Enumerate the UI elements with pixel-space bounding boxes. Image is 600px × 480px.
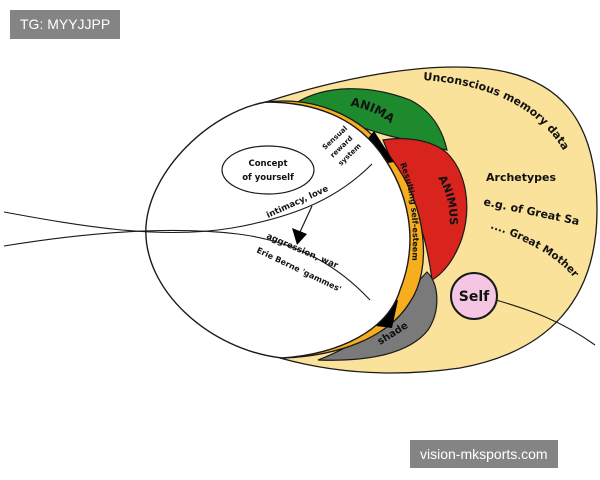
conscious-region (145, 101, 411, 359)
watermark-bottom: vision-mksports.com (410, 440, 558, 468)
concept-ellipse (221, 145, 315, 195)
archetypes-label: Archetypes (486, 171, 557, 184)
concept-label-1: Concept (248, 159, 287, 169)
thin-curve-lower (3, 229, 371, 301)
watermark-top: TG: MYYJJPP (10, 10, 121, 39)
arrow-shaft (299, 205, 313, 233)
concept-label-2: of yourself (242, 173, 294, 183)
arrow-head (292, 228, 307, 245)
thin-curve-right (495, 299, 596, 346)
self-circle (450, 272, 498, 320)
self-label: Self (459, 289, 490, 305)
thin-curve-left (3, 163, 373, 234)
